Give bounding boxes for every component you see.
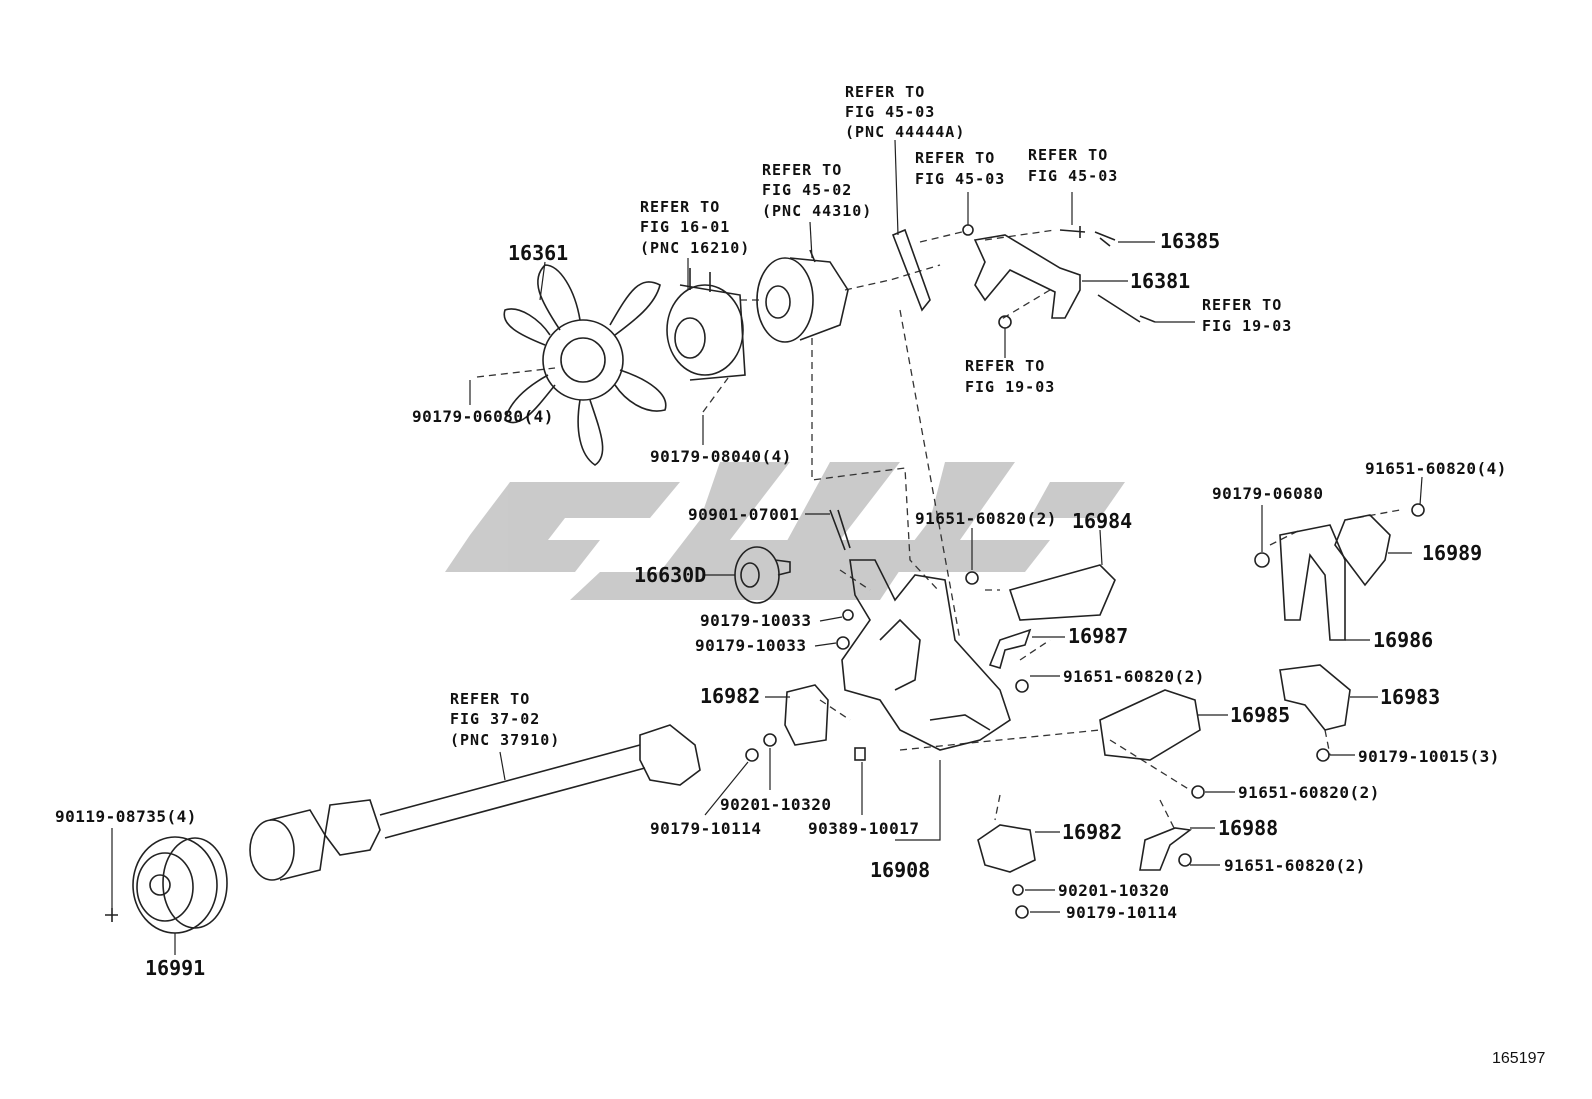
label-90389-10017: 90389-10017 bbox=[808, 819, 919, 838]
mount-16989-drawing bbox=[1334, 503, 1425, 587]
svg-text:REFER TO: REFER TO bbox=[915, 149, 995, 167]
label-16985: 16985 bbox=[1230, 703, 1290, 727]
propeller-shaft-drawing bbox=[249, 724, 701, 881]
part-labels: 16361 16385 16381 90179-06080(4) 90179-0… bbox=[55, 229, 1507, 980]
label-91651-60820-2-d: 91651-60820(2) bbox=[1224, 856, 1366, 875]
label-90179-10033-a: 90179-10033 bbox=[700, 611, 811, 630]
svg-text:REFER TO: REFER TO bbox=[1028, 146, 1108, 164]
label-91651-60820-2-b: 91651-60820(2) bbox=[1063, 667, 1205, 686]
label-90179-06080-4: 90179-06080(4) bbox=[412, 407, 554, 426]
svg-text:FIG 16-01: FIG 16-01 bbox=[640, 218, 730, 236]
label-91651-60820-2-c: 91651-60820(2) bbox=[1238, 783, 1380, 802]
image-id: 165197 bbox=[1492, 1050, 1545, 1067]
svg-text:FIG 45-02: FIG 45-02 bbox=[762, 181, 852, 199]
label-90119-08735-4: 90119-08735(4) bbox=[55, 807, 197, 826]
label-16385: 16385 bbox=[1160, 229, 1220, 253]
label-90179-06080: 90179-06080 bbox=[1212, 484, 1323, 503]
refer-fig-45-02: REFER TO FIG 45-02 (PNC 44310) bbox=[762, 161, 872, 220]
label-90179-10033-b: 90179-10033 bbox=[695, 636, 806, 655]
label-16991: 16991 bbox=[145, 956, 205, 980]
svg-text:(PNC 44444A): (PNC 44444A) bbox=[845, 123, 965, 141]
svg-text:REFER TO: REFER TO bbox=[965, 357, 1045, 375]
svg-text:REFER TO: REFER TO bbox=[762, 161, 842, 179]
label-90179-08040-4: 90179-08040(4) bbox=[650, 447, 792, 466]
label-90179-10114-b: 90179-10114 bbox=[1066, 903, 1177, 922]
insulator-16984-drawing bbox=[965, 564, 1116, 621]
svg-text:REFER TO: REFER TO bbox=[450, 690, 530, 708]
svg-text:FIG 37-02: FIG 37-02 bbox=[450, 710, 540, 728]
watermark-logo bbox=[445, 462, 1125, 600]
svg-text:(PNC 44310): (PNC 44310) bbox=[762, 202, 872, 220]
refer-fig-45-03-b: REFER TO FIG 45-03 bbox=[1028, 146, 1118, 185]
label-16381: 16381 bbox=[1130, 269, 1190, 293]
bracket-16381-drawing bbox=[891, 224, 1156, 329]
label-16984: 16984 bbox=[1072, 509, 1132, 533]
label-90901-07001: 90901-07001 bbox=[688, 505, 799, 524]
label-90179-10114-a: 90179-10114 bbox=[650, 819, 761, 838]
svg-text:FIG 45-03: FIG 45-03 bbox=[845, 103, 935, 121]
label-16982-a: 16982 bbox=[700, 684, 760, 708]
label-90201-10320-a: 90201-10320 bbox=[720, 795, 831, 814]
refer-fig-45-03-pnc: REFER TO FIG 45-03 (PNC 44444A) bbox=[845, 83, 965, 141]
refer-fig-16-01: REFER TO FIG 16-01 (PNC 16210) bbox=[640, 198, 750, 257]
refer-fig-45-03-a: REFER TO FIG 45-03 bbox=[915, 149, 1005, 188]
svg-text:REFER TO: REFER TO bbox=[1202, 296, 1282, 314]
svg-text:FIG 19-03: FIG 19-03 bbox=[965, 378, 1055, 396]
mount-16982-lower-drawing bbox=[977, 824, 1036, 919]
refer-fig-37-02: REFER TO FIG 37-02 (PNC 37910) bbox=[450, 690, 560, 749]
label-16982-b: 16982 bbox=[1062, 820, 1122, 844]
label-16986: 16986 bbox=[1373, 628, 1433, 652]
svg-text:FIG 45-03: FIG 45-03 bbox=[1028, 167, 1118, 185]
assembly-lines bbox=[476, 229, 1401, 831]
mount-16983-drawing bbox=[1279, 664, 1351, 762]
label-90201-10320-b: 90201-10320 bbox=[1058, 881, 1169, 900]
label-16989: 16989 bbox=[1422, 541, 1482, 565]
refer-fig-19-03-a: REFER TO FIG 19-03 bbox=[1202, 296, 1292, 335]
bracket-16987-drawing bbox=[988, 628, 1032, 693]
mount-16982-upper-drawing bbox=[745, 684, 866, 762]
refer-fig-19-03-b: REFER TO FIG 19-03 bbox=[965, 357, 1055, 396]
bracket-16988-drawing bbox=[1139, 827, 1193, 871]
label-16988: 16988 bbox=[1218, 816, 1278, 840]
label-16630D: 16630D bbox=[634, 563, 706, 587]
vane-pump-drawing bbox=[756, 249, 849, 343]
label-91651-60820-2-a: 91651-60820(2) bbox=[915, 509, 1057, 528]
leader-lines bbox=[111, 139, 1423, 955]
svg-text:FIG 45-03: FIG 45-03 bbox=[915, 170, 1005, 188]
svg-text:FIG 19-03: FIG 19-03 bbox=[1202, 317, 1292, 335]
svg-text:(PNC 37910): (PNC 37910) bbox=[450, 731, 560, 749]
fan-clutch-drawing bbox=[666, 268, 746, 381]
fan-16361-drawing bbox=[503, 264, 667, 466]
label-16361: 16361 bbox=[508, 241, 568, 265]
svg-text:REFER TO: REFER TO bbox=[640, 198, 720, 216]
svg-text:(PNC 16210): (PNC 16210) bbox=[640, 239, 750, 257]
engine-bracket-drawing bbox=[836, 559, 1011, 751]
svg-text:REFER TO: REFER TO bbox=[845, 83, 925, 101]
label-91651-60820-4: 91651-60820(4) bbox=[1365, 459, 1507, 478]
label-16987: 16987 bbox=[1068, 624, 1128, 648]
heat-shield-16986-drawing bbox=[1254, 524, 1346, 641]
crank-pulley-drawing bbox=[105, 836, 228, 934]
label-16908: 16908 bbox=[870, 858, 930, 882]
insulator-16985-drawing bbox=[1099, 689, 1205, 799]
label-90179-10015-3: 90179-10015(3) bbox=[1358, 747, 1500, 766]
label-16983: 16983 bbox=[1380, 685, 1440, 709]
